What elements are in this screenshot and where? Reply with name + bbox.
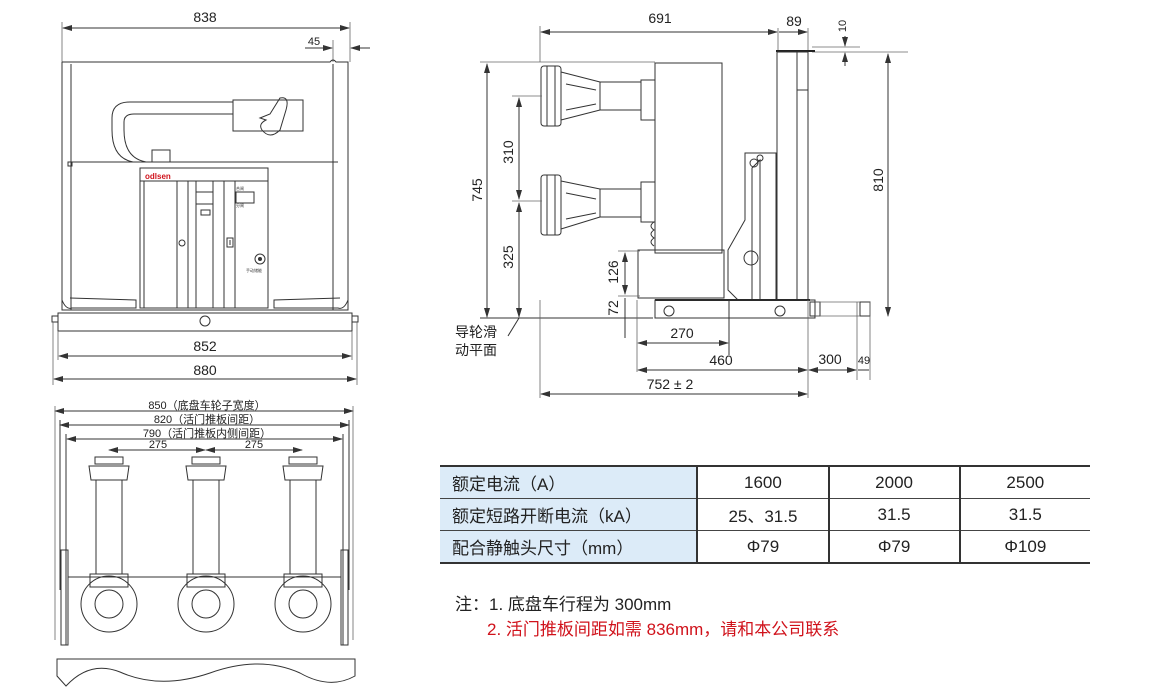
row-label: 额定电流（A）	[440, 466, 698, 499]
dim-45: 45	[308, 36, 320, 48]
pole-right	[274, 456, 332, 633]
pole-left	[80, 456, 138, 633]
side-view: 691 89 10 810	[455, 10, 908, 398]
row-label: 额定短路开断电流（kA）	[440, 498, 698, 531]
cell: 31.5	[958, 498, 1090, 531]
cell: 31.5	[827, 498, 960, 531]
table-row: 额定短路开断电流（kA） 25、31.5 31.5 31.5	[440, 498, 1090, 531]
close-button[interactable]	[235, 191, 255, 204]
upper-contact	[540, 65, 642, 127]
cell: Φ79	[696, 530, 829, 564]
dim-10: 10	[837, 20, 849, 32]
table-row: 配合静触头尺寸（mm） Φ79 Φ79 Φ109	[440, 530, 1090, 564]
dim-325: 325	[500, 245, 516, 269]
dim-810: 810	[870, 168, 886, 192]
dim-752: 752 ± 2	[647, 376, 694, 392]
front-view: 838 45 odlsen 合闸 分闸	[51, 9, 370, 385]
dim-790: 790（活门推板内侧间距）	[143, 426, 271, 440]
dim-460: 460	[709, 352, 733, 368]
pole-middle	[177, 456, 235, 633]
manual-charge-label: 手动储能	[246, 267, 262, 273]
guide-plane-label-2: 动平面	[455, 342, 497, 358]
dim-126: 126	[605, 260, 621, 284]
dim-72: 72	[605, 300, 621, 316]
open-label: 分闸	[236, 202, 244, 208]
dim-300: 300	[818, 351, 842, 367]
dim-275-left: 275	[149, 439, 167, 451]
front-body	[61, 59, 349, 311]
control-panel	[139, 167, 269, 309]
top-view: 850（底盘车轮子宽度） 820（活门推板间距） 790（活门推板内侧间距） 2…	[54, 398, 356, 687]
manual-charge-icon[interactable]	[254, 253, 266, 265]
cell: 2000	[827, 466, 960, 499]
lower-contact	[540, 174, 642, 236]
dim-880: 880	[193, 362, 217, 378]
indicator-window	[195, 191, 214, 205]
note-2: 2. 活门推板间距如需 836mm，请和本公司联系	[487, 620, 840, 639]
dim-270: 270	[670, 325, 694, 341]
brand-logo: odlsen	[145, 172, 171, 181]
dim-838: 838	[193, 9, 217, 25]
dim-275-right: 275	[245, 439, 263, 451]
dim-745: 745	[469, 178, 485, 202]
cell: Φ109	[958, 530, 1090, 564]
cell: 25、31.5	[696, 498, 829, 531]
dim-49: 49	[858, 355, 870, 367]
dim-691: 691	[648, 10, 672, 26]
note-1: 注：1. 底盘车行程为 300mm	[455, 595, 672, 614]
breaker-body	[654, 62, 723, 254]
close-label: 合闸	[236, 185, 244, 191]
table-row: 额定电流（A） 1600 2000 2500	[440, 466, 1090, 499]
dim-852: 852	[193, 338, 217, 354]
dim-310: 310	[500, 140, 516, 164]
cell: 1600	[696, 466, 829, 499]
row-label: 配合静触头尺寸（mm）	[440, 530, 698, 564]
cell: Φ79	[827, 530, 960, 564]
dim-89: 89	[786, 13, 802, 29]
spec-table: 额定电流（A） 1600 2000 2500 额定短路开断电流（kA） 25、3…	[440, 465, 1090, 564]
guide-plane-label-1: 导轮滑	[455, 324, 497, 340]
dim-820: 820（活门推板间距）	[154, 412, 260, 426]
notes: 注：1. 底盘车行程为 300mm 2. 活门推板间距如需 836mm，请和本公…	[455, 592, 839, 642]
cell: 2500	[958, 466, 1090, 499]
dim-850: 850（底盘车轮子宽度）	[148, 398, 265, 412]
